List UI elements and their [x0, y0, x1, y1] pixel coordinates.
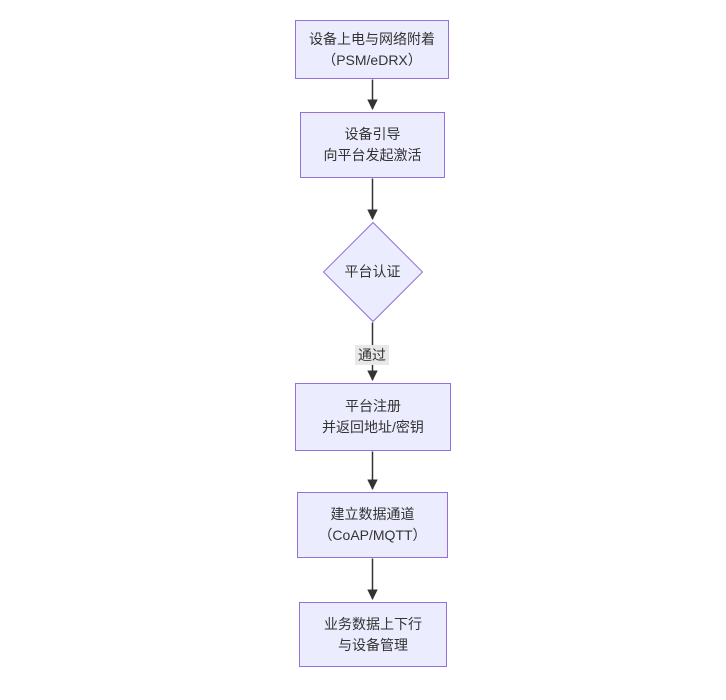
node-business-data-mgmt: 业务数据上下行 与设备管理 [299, 602, 447, 667]
node-text-line: 并返回地址/密钥 [322, 419, 424, 435]
node-platform-register: 平台注册 并返回地址/密钥 [295, 383, 451, 451]
decision-platform-auth: 平台认证 [322, 221, 423, 323]
node-text-line: 平台认证 [344, 263, 401, 280]
node-device-bootstrap: 设备引导 向平台发起激活 [300, 112, 445, 178]
node-data-channel: 建立数据通道 （CoAP/MQTT） [297, 492, 448, 558]
node-text-line: （CoAP/MQTT） [318, 527, 427, 543]
edge-label-pass: 通过 [355, 345, 389, 365]
node-text-line: 设备引导 [344, 126, 401, 142]
node-text-line: （PSM/eDRX） [322, 51, 422, 68]
node-text-line: 平台注册 [345, 398, 401, 414]
node-text-line: 向平台发起激活 [323, 147, 422, 163]
node-text-line: 业务数据上下行 [324, 615, 422, 632]
node-power-network-attach: 设备上电与网络附着 （PSM/eDRX） [295, 20, 449, 79]
node-text-line: 建立数据通道 [330, 506, 415, 522]
node-text-line: 与设备管理 [338, 636, 408, 653]
node-text-line: 设备上电与网络附着 [309, 30, 435, 47]
